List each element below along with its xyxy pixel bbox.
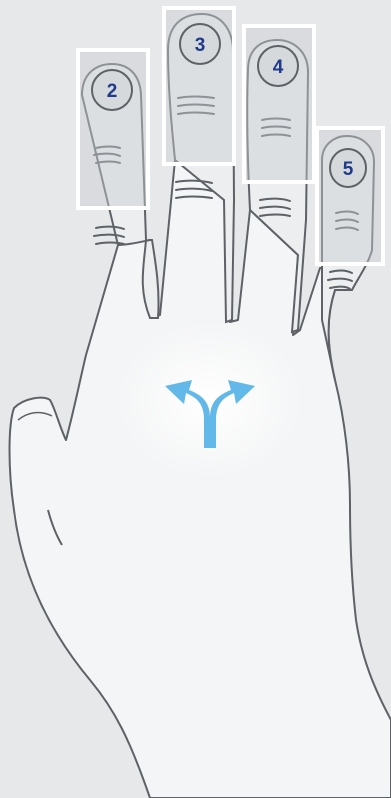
finger-number-4: 4: [273, 57, 284, 78]
palm-glow: [115, 320, 305, 480]
finger-number-3: 3: [195, 35, 206, 56]
finger-number-5: 5: [343, 159, 354, 180]
finger-number-2: 2: [107, 81, 118, 102]
